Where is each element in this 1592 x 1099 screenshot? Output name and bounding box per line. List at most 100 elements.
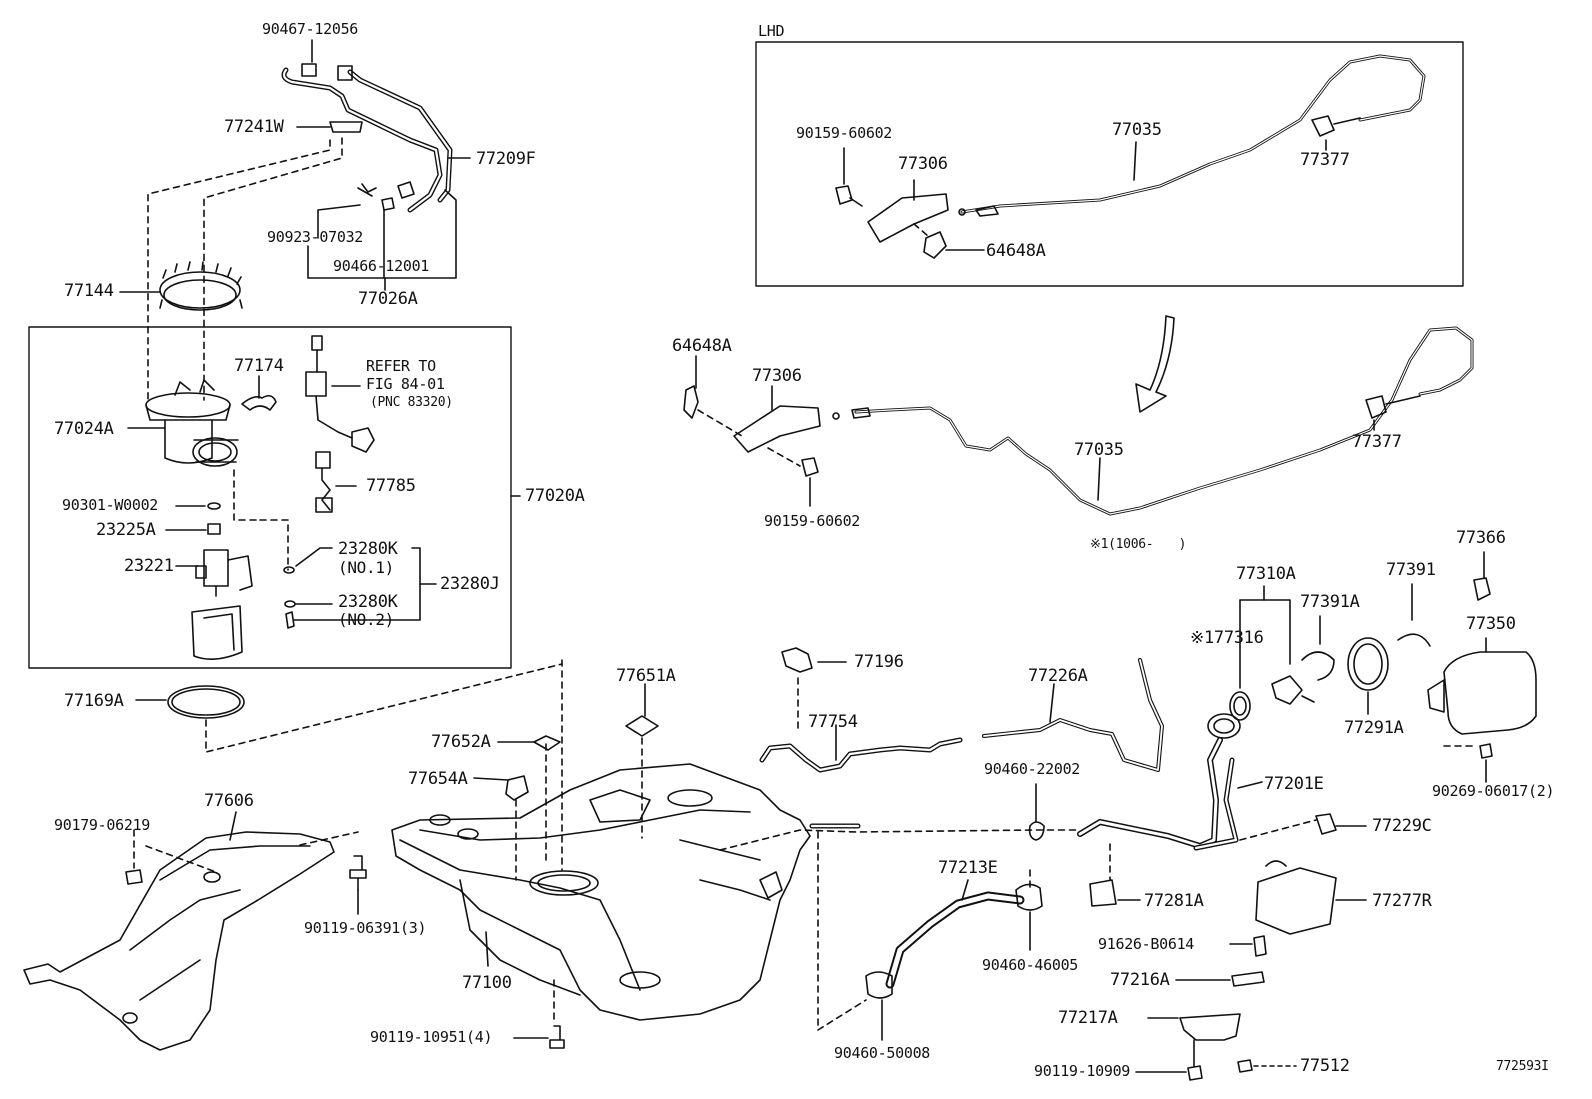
label-90467-12056: 90467-12056 [262,20,359,38]
bracket-77217a [1179,1013,1241,1041]
clip-77229c [1315,813,1337,835]
label-77652a [533,735,561,751]
label-77291a: 77291A [1344,718,1404,738]
lock-lever-77306-top [867,193,949,243]
label-90269-06017: 90269-06017(2) [1432,782,1555,800]
label-90179-06219: 90179-06219 [54,816,151,834]
gasket-77169a [167,685,245,719]
label-77241w: 77241W [224,117,284,137]
ring-77391 [1397,633,1431,647]
filler-pipe-77201e [1077,713,1241,851]
label-77277r: 77277R [1372,891,1432,911]
label-fig-84-01: FIG 84-01 [366,375,445,393]
ring-77391a [1301,651,1335,681]
label-90159-60602-lhd: 90159-60602 [796,124,893,142]
screw-90269 [1479,743,1493,759]
label-90301-w0002: 90301-W0002 [62,496,159,514]
fuel-tank-77100 [391,763,811,1021]
label-90466-12001: 90466-12001 [333,257,430,275]
label-77651a: 77651A [616,666,676,686]
label-77316: ※177316 [1190,628,1264,648]
opener-cable-77035-lhd [958,54,1426,217]
label-77209f: 77209F [476,149,536,169]
label-90460-46005: 90460-46005 [982,956,1079,974]
filler-box-77277r [1255,867,1337,935]
connector-77785 [315,451,333,513]
bolt-90923 [357,183,377,197]
label-77216a: 77216A [1110,970,1170,990]
nut-90179 [125,869,143,885]
gasket-77316 [1229,691,1251,721]
nut-90466 [381,197,395,211]
clip-77216a [1231,971,1265,987]
label-77035: 77035 [1074,440,1124,460]
label-77226a: 77226A [1028,666,1088,686]
label-no2: (NO.2) [338,610,394,629]
plug-77512 [1237,1059,1253,1073]
direction-arrow [1135,315,1175,413]
clip-77241w [329,121,363,133]
hinge-77366 [1473,577,1491,601]
label-90119-06391: 90119-06391(3) [304,919,427,937]
clamp-90460-22002 [1028,821,1045,841]
figure-id: 772593I [1496,1059,1549,1074]
filler-hose-77213e [885,891,1025,989]
clamp-90460-50008 [865,971,893,999]
vent-tube-77754 [759,737,963,773]
label-77785: 77785 [366,476,416,496]
label-77306: 77306 [752,366,802,386]
label-77144: 77144 [64,281,114,301]
label-90460-22002: 90460-22002 [984,760,1081,778]
gasket-23280k-no2 [284,600,296,608]
clip-64648a [683,385,699,419]
fuel-cap-77310a [1271,675,1315,705]
label-77020a: 77020A [525,486,585,506]
bolt-90159 [801,457,819,477]
label-77512: 77512 [1300,1056,1350,1076]
label-23280k-no2: 23280K [338,592,398,612]
label-77306-lhd: 77306 [898,154,948,174]
label-77350: 77350 [1466,614,1516,634]
clip-77377 [1365,395,1421,419]
opener-cable-77035 [832,326,1474,516]
label-77100: 77100 [462,973,512,993]
label-77651a [625,715,659,737]
label-77196: 77196 [854,652,904,672]
label-note-1006: ※1(1006- ) [1090,537,1187,552]
label-77754: 77754 [808,712,858,732]
sender-gauge-wire [305,335,375,453]
clip-64648a-top [923,231,947,259]
label-77035-lhd: 77035 [1112,120,1162,140]
label-77024a: 77024A [54,419,114,439]
label-91626-b0614: 91626-B0614 [1098,935,1195,953]
label-90460-50008: 90460-50008 [834,1044,931,1062]
bolt-90159-top [835,185,863,207]
fuel-pump-23221 [195,549,253,597]
label-23280j: 23280J [440,574,500,594]
fuel-pump-assembly-box [28,326,512,669]
fuel-pump-module-77024a [145,379,239,467]
lhd-box [755,41,1464,287]
fuel-door-77350 [1427,651,1537,735]
valve [285,611,295,629]
connector-77654a [505,775,529,801]
label-90923-07032: 90923-07032 [267,228,364,246]
label-77377-lhd: 77377 [1300,150,1350,170]
label-77201e: 77201E [1264,774,1324,794]
label-23280k-no1: 23280K [338,539,398,559]
clip-77174 [241,394,277,411]
label-64648a: 64648A [672,336,732,356]
label-77217a: 77217A [1058,1008,1118,1028]
heat-insulator-77606 [23,831,335,1051]
label-77281a: 77281A [1144,891,1204,911]
label-lhd: LHD [758,22,785,40]
bolt-90119-10909 [1187,1065,1203,1081]
fuel-tube-77209f [281,63,453,213]
label-77026a: 77026A [358,289,418,309]
label-77310a: 77310A [1236,564,1296,584]
label-77606: 77606 [204,791,254,811]
label-pnc-83320: (PNC 83320) [370,395,453,410]
ring-77291a [1347,637,1389,691]
